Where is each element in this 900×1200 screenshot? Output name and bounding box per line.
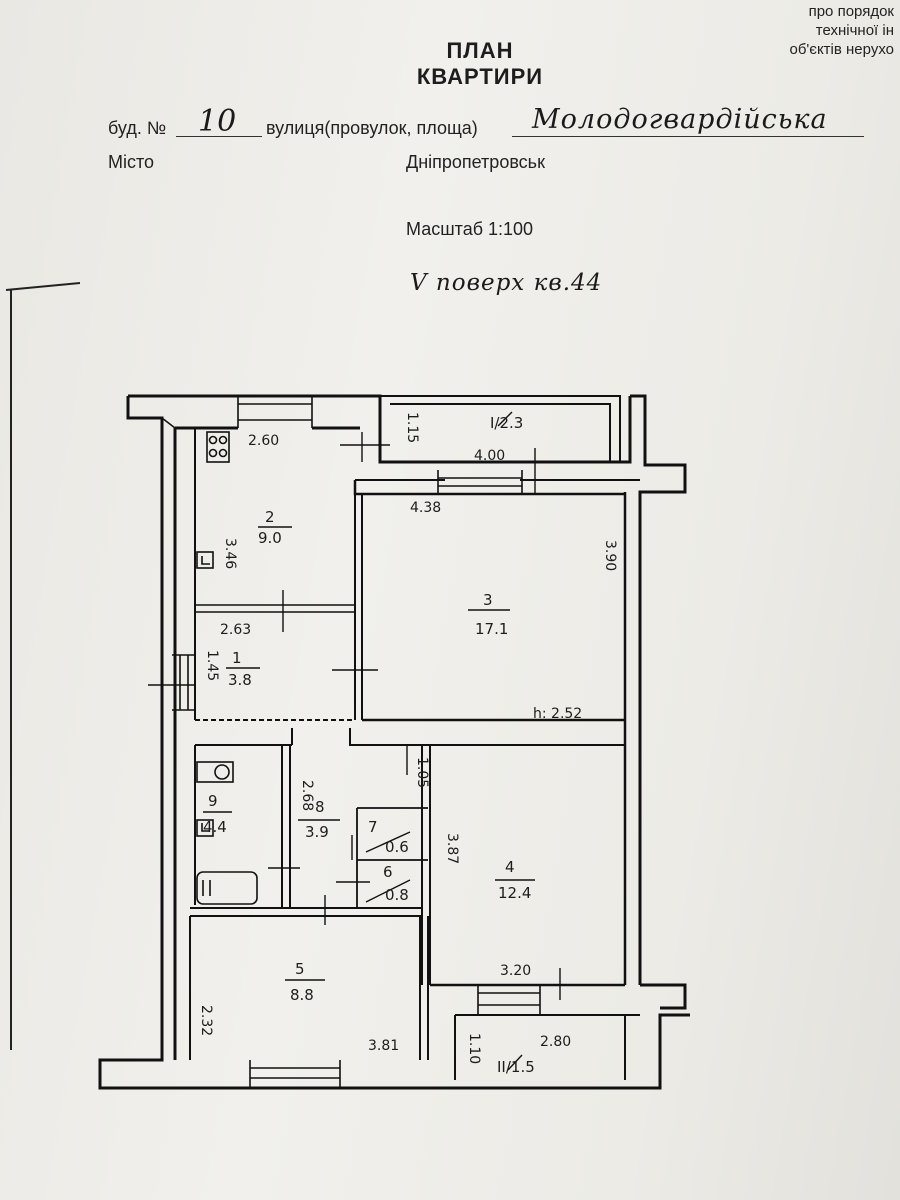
- room-area: 0.6: [385, 838, 409, 856]
- room-number: 1: [232, 649, 242, 667]
- stove-icon: [206, 431, 230, 463]
- dimension-labels: 2.60 3.46 1.15 4.00 4.38 3.90 2.63 1.45 …: [198, 412, 618, 1064]
- room-area: 17.1: [475, 620, 508, 638]
- balcony-label: I/2.3: [490, 414, 523, 432]
- dimension: 1.10: [466, 1033, 482, 1064]
- dimension: 3.81: [368, 1038, 399, 1054]
- city-label: Місто: [108, 152, 155, 172]
- dimension: 4.00: [474, 448, 505, 464]
- fixtures: [196, 431, 258, 905]
- building-underline: [176, 136, 262, 137]
- dimension: 2.63: [220, 622, 251, 638]
- street-underline: [512, 136, 864, 137]
- street-value: Молодогвардійська: [532, 104, 828, 135]
- room-number: 3: [483, 591, 493, 609]
- dimension: 2.32: [198, 1005, 214, 1036]
- washbasin-icon: [196, 819, 214, 837]
- dimension: 1.05: [414, 757, 430, 788]
- dimension: 3.46: [222, 538, 238, 569]
- dimension: 3.87: [444, 833, 460, 864]
- corner-legend: про порядок технічної ін об'єктів нерухо: [790, 2, 895, 59]
- fraction-bars: [203, 411, 535, 1071]
- room-number: 4: [505, 858, 515, 876]
- dimension: 2.68: [299, 780, 315, 811]
- margin-frame: [5, 282, 81, 1050]
- dimension: h: 2.52: [533, 706, 582, 722]
- room-number: 9: [208, 792, 218, 810]
- page-title: ПЛАН: [446, 38, 514, 63]
- corner-line: про порядок: [808, 3, 894, 20]
- building-value: 10: [198, 104, 237, 139]
- room-number: 8: [315, 798, 325, 816]
- room-area: 9.0: [258, 529, 282, 547]
- room-number: 7: [368, 818, 378, 836]
- room-number: 5: [295, 960, 305, 978]
- walls: [98, 394, 690, 1090]
- street-label: вулиця(провулок, площа): [266, 118, 478, 138]
- toilet-icon: [196, 761, 234, 783]
- room-area: 12.4: [498, 884, 531, 902]
- floor-note: V поверх кв.44: [410, 270, 603, 296]
- dimension: 3.90: [602, 540, 618, 571]
- building-label: буд. №: [108, 118, 167, 138]
- room-labels: 2 9.0 3 17.1 1 3.8 8 3.9 9 4.4 4 12.4 5 …: [203, 414, 535, 1076]
- room-area: 0.8: [385, 886, 409, 904]
- corner-line: технічної ін: [815, 22, 894, 39]
- room-number: 6: [383, 863, 393, 881]
- page-subtitle: КВАРТИРИ: [416, 64, 544, 89]
- corner-line: об'єктів нерухо: [789, 41, 895, 58]
- dimension: 2.80: [540, 1034, 571, 1050]
- balcony-label: II/1.5: [497, 1058, 535, 1076]
- dimension: 1.15: [404, 412, 420, 443]
- dimension: 4.38: [410, 500, 441, 516]
- room-area: 4.4: [203, 818, 227, 836]
- room-area: 3.8: [228, 671, 252, 689]
- room-area: 3.9: [305, 823, 329, 841]
- room-number: 2: [265, 508, 275, 526]
- dimension: 2.60: [248, 433, 279, 449]
- dimension: 1.45: [204, 650, 220, 681]
- room-area: 8.8: [290, 986, 314, 1004]
- scale-label: Масштаб 1:100: [406, 219, 534, 239]
- dimension: 3.20: [500, 963, 531, 979]
- bathtub-icon: [196, 871, 258, 905]
- sink-icon: [196, 551, 214, 569]
- city-value: Дніпропетровськ: [406, 152, 545, 172]
